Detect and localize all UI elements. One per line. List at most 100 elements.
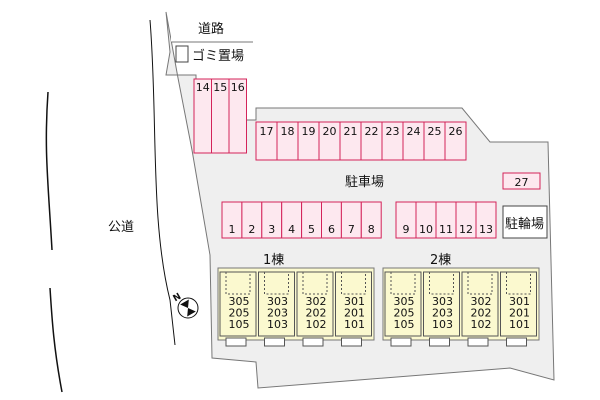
unit-number: 103 bbox=[267, 318, 288, 331]
unit-number: 305 bbox=[394, 295, 415, 308]
parking-spot-number: 10 bbox=[419, 223, 433, 236]
parking-spot-number: 5 bbox=[308, 223, 315, 236]
stair-outline bbox=[467, 272, 493, 295]
unit-number: 102 bbox=[471, 318, 492, 331]
parking-spot-number: 19 bbox=[302, 125, 316, 138]
parking-spot-number: 11 bbox=[439, 223, 453, 236]
road-label: 道路 bbox=[198, 21, 224, 37]
parking-spot-number: 21 bbox=[344, 125, 358, 138]
unit-block bbox=[219, 271, 257, 337]
unit-number: 105 bbox=[394, 318, 415, 331]
garbage-box bbox=[175, 45, 189, 63]
unit-number: 203 bbox=[432, 307, 453, 320]
unit-number: 103 bbox=[432, 318, 453, 331]
unit-number: 305 bbox=[229, 295, 250, 308]
unit-block bbox=[335, 271, 372, 337]
public-road-label: 公道 bbox=[108, 220, 134, 235]
balcony bbox=[506, 337, 527, 347]
public-road-edge-left-lower bbox=[49, 287, 63, 393]
bicycle-parking-label: 駐輪場 bbox=[505, 216, 544, 232]
unit-block bbox=[461, 271, 499, 337]
parking-label: 駐車場 bbox=[345, 175, 384, 190]
parking-spot-number: 22 bbox=[365, 125, 379, 138]
parking-spot-number: 1 bbox=[228, 223, 235, 236]
stair-outline bbox=[302, 272, 328, 295]
parking-spot-number: 27 bbox=[515, 176, 529, 189]
parking-spot-number: 18 bbox=[281, 125, 295, 138]
balcony bbox=[429, 337, 450, 347]
parking-spot-number: 12 bbox=[459, 223, 473, 236]
parking-spot-number: 26 bbox=[449, 125, 463, 138]
stair-outline bbox=[390, 272, 416, 295]
unit-block bbox=[258, 271, 295, 337]
unit-number: 201 bbox=[344, 307, 365, 320]
unit-number: 205 bbox=[394, 307, 415, 320]
parking-spot-number: 7 bbox=[348, 223, 355, 236]
public-road-edge-right bbox=[149, 19, 176, 346]
parking-spot-number: 24 bbox=[407, 125, 421, 138]
unit-number: 302 bbox=[306, 295, 327, 308]
parking-spot-number: 4 bbox=[288, 223, 295, 236]
parking-spot-number: 14 bbox=[196, 81, 210, 94]
stair-outline bbox=[506, 272, 531, 295]
parking-spot-number: 13 bbox=[479, 223, 493, 236]
parking-spot-number: 6 bbox=[328, 223, 335, 236]
building-2-label: 2棟 bbox=[430, 253, 451, 268]
parking-spot-number: 25 bbox=[428, 125, 442, 138]
unit-number: 203 bbox=[267, 307, 288, 320]
parking-spot-number: 16 bbox=[231, 81, 245, 94]
parking-spot-number: 15 bbox=[213, 81, 227, 94]
balcony bbox=[225, 337, 247, 347]
unit-number: 101 bbox=[344, 318, 365, 331]
unit-block bbox=[296, 271, 334, 337]
public-road-edge-left bbox=[45, 91, 53, 251]
unit-block bbox=[384, 271, 422, 337]
unit-number: 301 bbox=[509, 295, 530, 308]
stair-outline bbox=[225, 272, 251, 295]
garbage-label: ゴミ置場 bbox=[192, 48, 244, 64]
north-label: N bbox=[172, 292, 184, 304]
unit-number: 102 bbox=[306, 318, 327, 331]
parking-spot-26 bbox=[444, 121, 467, 161]
balcony bbox=[302, 337, 324, 347]
parking-spot-8 bbox=[360, 201, 382, 239]
unit-block bbox=[423, 271, 460, 337]
parking-spot-number: 8 bbox=[368, 223, 375, 236]
parking-spot-27 bbox=[502, 172, 541, 190]
parking-spot-number: 17 bbox=[260, 125, 274, 138]
unit-number: 303 bbox=[432, 295, 453, 308]
parking-spot-number: 9 bbox=[403, 223, 410, 236]
stair-outline bbox=[341, 272, 366, 295]
parking-spot-number: 20 bbox=[323, 125, 337, 138]
top-road bbox=[171, 12, 253, 42]
bicycle-parking-box bbox=[502, 205, 548, 239]
unit-number: 302 bbox=[471, 295, 492, 308]
balcony bbox=[390, 337, 412, 347]
buildings: 3052051053032031033022021023012011013052… bbox=[217, 267, 540, 347]
unit-number: 202 bbox=[306, 307, 327, 320]
unit-block bbox=[500, 271, 537, 337]
balcony bbox=[341, 337, 362, 347]
balcony bbox=[264, 337, 285, 347]
unit-number: 205 bbox=[229, 307, 250, 320]
building-2 bbox=[382, 267, 540, 341]
parking-spot-number: 3 bbox=[268, 223, 275, 236]
parking-spot-13 bbox=[475, 201, 497, 239]
stair-outline bbox=[429, 272, 454, 295]
north-compass-icon: N bbox=[172, 292, 199, 319]
building-1-label: 1棟 bbox=[263, 253, 284, 268]
unit-number: 301 bbox=[344, 295, 365, 308]
parking-spot-number: 23 bbox=[386, 125, 400, 138]
unit-number: 202 bbox=[471, 307, 492, 320]
unit-number: 201 bbox=[509, 307, 530, 320]
unit-number: 303 bbox=[267, 295, 288, 308]
parking-spot-number: 2 bbox=[248, 223, 255, 236]
balcony bbox=[467, 337, 489, 347]
parking-spot-16 bbox=[228, 78, 247, 154]
unit-number: 105 bbox=[229, 318, 250, 331]
building-1 bbox=[217, 267, 375, 341]
stair-outline bbox=[264, 272, 289, 295]
unit-number: 101 bbox=[509, 318, 530, 331]
